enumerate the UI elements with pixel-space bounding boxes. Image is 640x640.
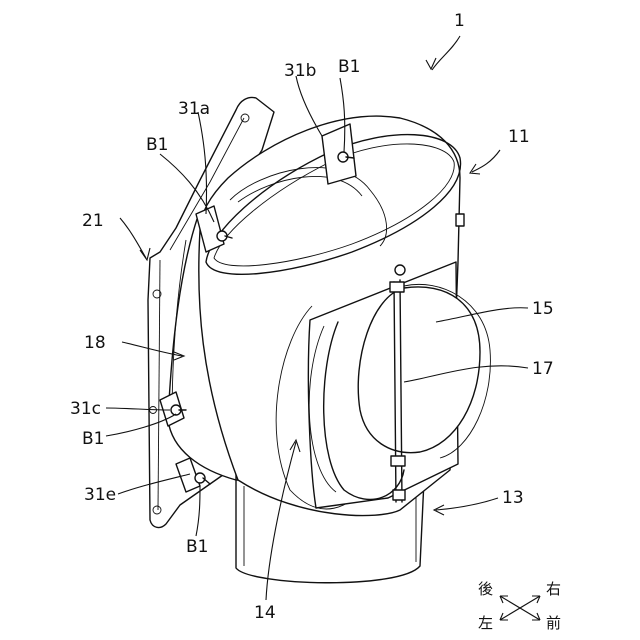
label-b1-top: B1 xyxy=(338,57,360,77)
label-14: 14 xyxy=(254,603,276,623)
label-31a: 31a xyxy=(178,99,210,119)
label-b1-upper-left: B1 xyxy=(146,135,168,155)
label-1: 1 xyxy=(454,11,465,31)
label-31e: 31e xyxy=(84,485,116,505)
direction-left: 左 xyxy=(478,614,493,632)
label-31c: 31c xyxy=(70,399,101,419)
side-clip xyxy=(456,214,464,226)
label-15: 15 xyxy=(532,299,554,319)
label-17: 17 xyxy=(532,359,554,379)
label-31b: 31b xyxy=(284,61,316,81)
label-13: 13 xyxy=(502,488,524,508)
label-21: 21 xyxy=(82,211,104,231)
direction-indicator: 後 右 左 前 xyxy=(478,580,561,632)
label-b1-middle-left: B1 xyxy=(82,429,104,449)
label-18: 18 xyxy=(84,333,106,353)
label-b1-bottom: B1 xyxy=(186,537,208,557)
direction-back: 後 xyxy=(478,580,493,598)
direction-right: 右 xyxy=(546,580,561,598)
direction-front: 前 xyxy=(546,614,561,632)
label-11: 11 xyxy=(508,127,530,147)
